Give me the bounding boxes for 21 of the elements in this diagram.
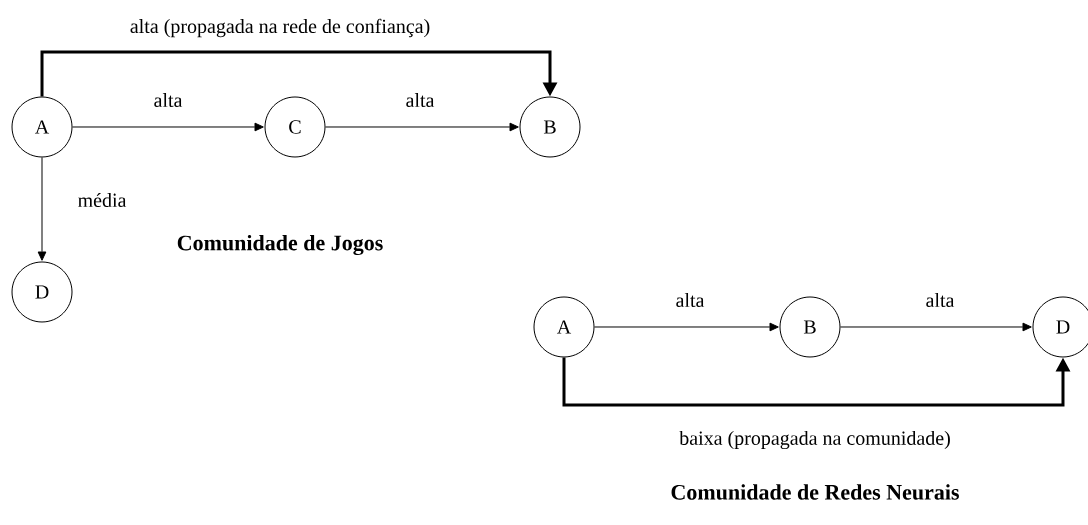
caption: Comunidade de Redes Neurais xyxy=(671,484,959,500)
circle-node: C xyxy=(264,96,326,158)
caption: Comunidade de Jogos xyxy=(177,234,383,256)
edge-label: baixa (propagada na comunidade) xyxy=(679,430,950,450)
edge-label: alta xyxy=(154,92,183,107)
edge-label: alta xyxy=(926,292,955,307)
circle-node: B xyxy=(779,296,841,358)
circle-node: A xyxy=(533,296,595,358)
edge-label: alta xyxy=(406,92,435,107)
circle-node: D xyxy=(11,261,73,323)
circle-node: B xyxy=(519,96,581,158)
arrow xyxy=(325,122,519,132)
arrow xyxy=(840,322,1032,332)
arrow xyxy=(40,50,558,97)
edge-label: média xyxy=(78,192,127,208)
arrow xyxy=(72,122,264,132)
arrow xyxy=(594,322,779,332)
circle-node: A xyxy=(11,96,73,158)
edge-label: alta xyxy=(676,292,705,307)
edge-label: alta (propagada na rede de confiança) xyxy=(130,18,430,38)
arrow xyxy=(37,157,47,261)
